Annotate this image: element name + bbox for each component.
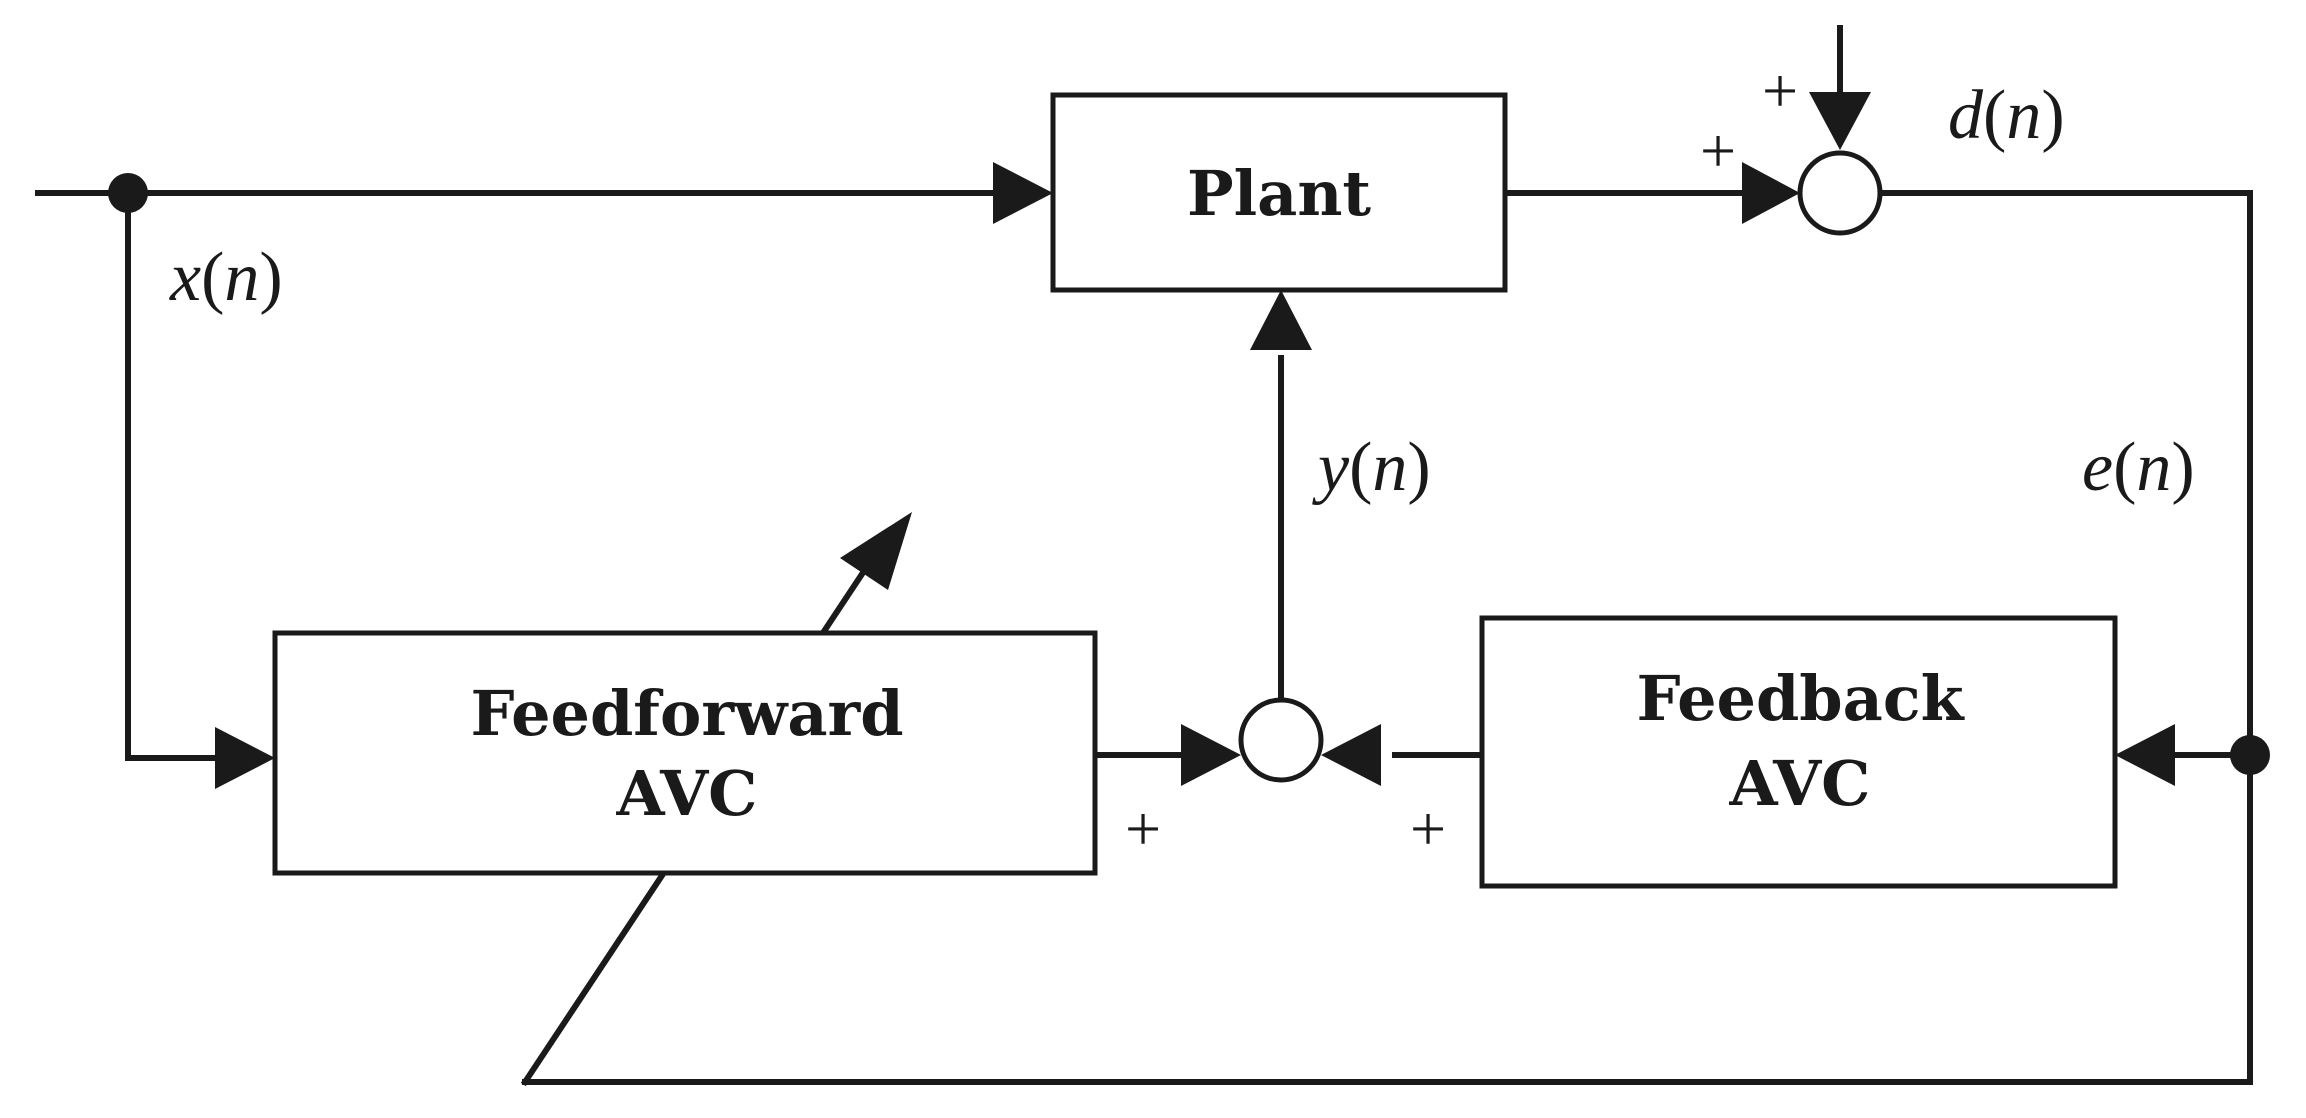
e-branch-dot [2230,735,2270,775]
signal-y-open: ( [1349,429,1372,506]
feedforward-label-line2: AVC [615,757,757,830]
signal-y-close: ) [1407,429,1430,506]
signal-e-close: ) [2171,429,2194,506]
signal-e-open: ( [2113,429,2136,506]
error-line [522,190,2253,1085]
signal-y-label: y(n) [1312,429,1431,506]
feedforward-box [272,630,1098,876]
signal-y-var: y [1312,429,1350,506]
arrow-adaptation [840,512,912,590]
signal-e-arg: n [2136,429,2171,506]
plant-block: Plant [1050,92,1508,293]
arrow-into-top-sum [1742,162,1800,224]
signal-d-arg: n [2006,77,2041,154]
arrow-into-plant [993,162,1053,224]
feedforward-block: Feedforward AVC [272,630,1098,876]
signal-x-arg: n [224,239,259,316]
x-branch-line [125,190,218,761]
bottom-summing-junction [1238,697,1324,783]
plant-label: Plant [1187,157,1371,230]
sign-top-plant: + [1700,115,1736,186]
top-summing-junction [1797,150,1883,236]
feedback-block: Feedback AVC [1479,615,2118,889]
signal-d-label: d(n) [1948,77,2065,154]
sign-top-disturbance: + [1762,55,1798,126]
signal-e-var: e [2082,429,2113,506]
sign-bottom-feedback: + [1410,793,1446,864]
arrow-disturbance [1809,92,1871,150]
arrowheads [215,92,2175,789]
arrow-into-feedback [2115,724,2175,786]
feedforward-label-line1: Feedforward [470,677,903,750]
signal-d-var: d [1948,77,1984,154]
arrow-into-plant-bottom [1250,290,1312,350]
signal-x-open: ( [201,239,224,316]
feedback-label-line2: AVC [1728,747,1870,820]
signal-y-arg: n [1372,429,1407,506]
signal-d-open: ( [1983,77,2006,154]
x-branch-dot [108,173,148,213]
signal-x-label: x(n) [169,239,283,316]
feedback-label-line1: Feedback [1636,662,1965,735]
signal-x-close: ) [259,239,282,316]
feedback-box [1479,615,2118,889]
arrow-ff-into-sum [1181,724,1241,786]
plant-box [1050,92,1508,293]
signal-d-close: ) [2041,77,2064,154]
signal-e-label: e(n) [2082,429,2195,506]
signal-x-var: x [169,239,201,316]
arrow-fb-into-sum [1321,724,1381,786]
arrow-into-feedforward [215,727,275,789]
sign-bottom-feedforward: + [1125,793,1161,864]
